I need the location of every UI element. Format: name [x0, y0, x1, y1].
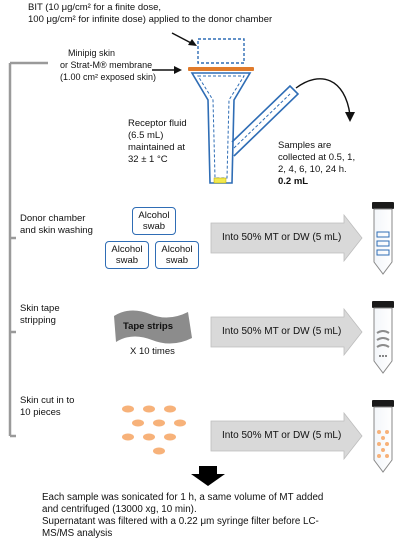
step-arrow-1 [210, 213, 363, 263]
swab-2-line-2: swab [115, 255, 139, 266]
step-3-label-2: 10 pieces [20, 407, 61, 418]
franz-cell [188, 38, 300, 184]
left-bracket [8, 61, 48, 438]
membrane-pointer-arrow [152, 66, 182, 74]
membrane-strip [188, 67, 254, 71]
final-down-arrow [191, 466, 225, 486]
receptor-line-1: Receptor fluid [128, 118, 187, 129]
sampling-line-2: collected at 0.5, 1, [278, 152, 356, 163]
tube-3 [372, 400, 394, 473]
step-1-arrow-text: Into 50% MT or DW (5 mL) [222, 232, 342, 243]
membrane-line-3: (1.00 cm² exposed skin) [60, 72, 157, 82]
sampling-arm [231, 84, 300, 157]
final-line-2: and centrifuged (13000 xg, 10 min). [42, 504, 197, 515]
skin-pieces [122, 405, 186, 455]
step-1-label-2: and skin washing [20, 225, 93, 236]
step-2-label-1: Skin tape [20, 303, 60, 314]
step-arrow-2 [210, 307, 363, 357]
cell-body [190, 72, 252, 184]
swab-3-line-1: Alcohol [161, 244, 193, 255]
tape-strips-graphic [114, 310, 192, 344]
tape-times-label: X 10 times [130, 346, 175, 357]
header-pointer-arrow [171, 32, 197, 46]
swab-2-line-1: Alcohol [111, 244, 143, 255]
receptor-line-2: (6.5 mL) [128, 130, 164, 141]
step-1-label-1: Donor chamber [20, 213, 86, 224]
sampling-line-4: 0.2 mL [278, 176, 309, 187]
final-line-4: MS/MS analysis [42, 528, 113, 539]
header-line-2: 100 μg/cm² for infinite dose) applied to… [28, 14, 273, 25]
alcohol-swab-3: Alcohol swab [155, 241, 199, 269]
receptor-line-3: maintained at [128, 142, 186, 153]
step-arrow-3 [210, 411, 363, 461]
receptor-line-4: 32 ± 1 °C [128, 154, 168, 165]
tube-2 [372, 301, 394, 374]
membrane-line-1: Minipig skin [68, 48, 116, 58]
step-2-label-2: stripping [20, 315, 56, 326]
tube-1 [372, 202, 394, 275]
sampling-line-3: 2, 4, 6, 10, 24 h. [278, 164, 347, 175]
sampling-arrow [295, 78, 355, 122]
final-line-3: Supernatant was filtered with a 0.22 μm … [42, 516, 319, 527]
alcohol-swab-2: Alcohol swab [105, 241, 149, 269]
alcohol-swab-1: Alcohol swab [132, 207, 176, 235]
header-line-1: BIT (10 μg/cm² for a finite dose, [28, 2, 162, 13]
tape-strips-label: Tape strips [123, 321, 173, 332]
step-2-arrow-text: Into 50% MT or DW (5 mL) [222, 326, 342, 337]
stir-bar [213, 177, 227, 184]
swab-1-line-1: Alcohol [138, 210, 170, 221]
sampling-line-1: Samples are [278, 140, 332, 151]
donor-chamber [197, 38, 245, 64]
final-description: Each sample was sonicated for 1 h, a sam… [42, 492, 382, 540]
membrane-line-2: or Strat-M® membrane [60, 60, 153, 70]
final-line-1: Each sample was sonicated for 1 h, a sam… [42, 492, 324, 503]
step-3-arrow-text: Into 50% MT or DW (5 mL) [222, 430, 342, 441]
swab-1-line-2: swab [142, 221, 166, 232]
step-3-label-1: Skin cut in to [20, 395, 75, 406]
swab-3-line-2: swab [165, 255, 189, 266]
